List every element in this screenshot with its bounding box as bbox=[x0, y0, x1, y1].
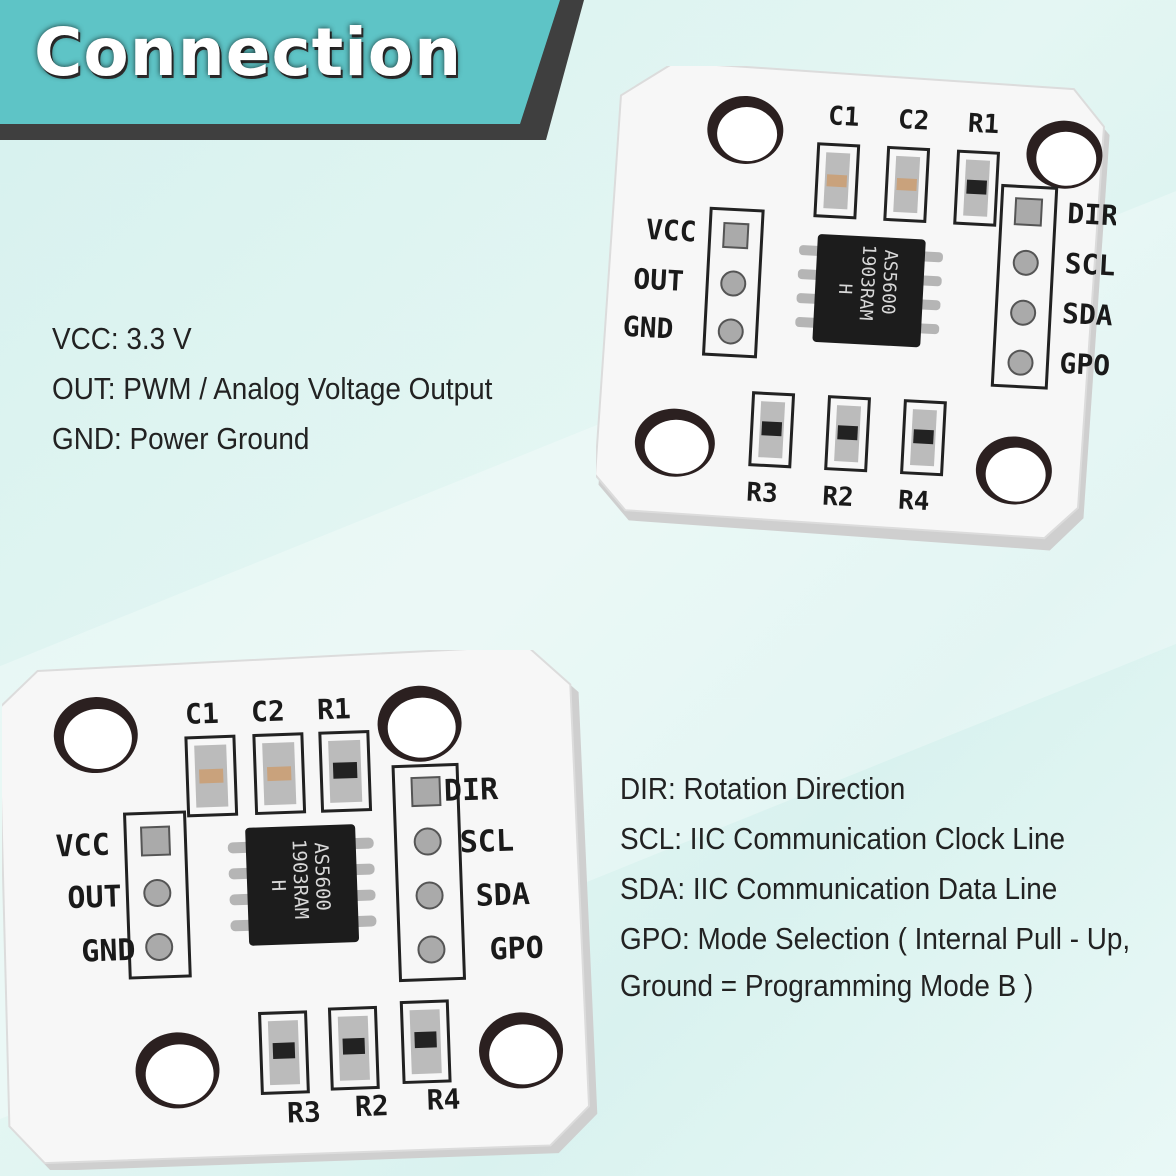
sensor-board-top: C1 C2 R1 VCC OUT GND DIR SCL SDA GPO bbox=[596, 66, 1116, 556]
vcc-description: VCC: 3.3 V bbox=[52, 321, 192, 356]
label-out: OUT bbox=[67, 879, 122, 916]
title-banner: Connection bbox=[0, 0, 600, 140]
label-c2: C2 bbox=[897, 105, 930, 137]
scl-description: SCL: IIC Communication Clock Line bbox=[620, 821, 1066, 856]
label-c1: C1 bbox=[827, 101, 860, 133]
label-r1: R1 bbox=[967, 109, 1000, 141]
label-gpo: GPO bbox=[1059, 347, 1111, 383]
as5600-chip: AS5600 1903RAM H bbox=[227, 824, 377, 946]
right-pin-descriptions: DIR: Rotation Direction SCL: IIC Communi… bbox=[620, 764, 1176, 1008]
label-r2: R2 bbox=[821, 482, 854, 514]
left-pin-descriptions: VCC: 3.3 V OUT: PWM / Analog Voltage Out… bbox=[52, 314, 541, 464]
gpo-description-continued: Ground = Programming Mode B ) bbox=[620, 968, 1034, 1003]
label-r1: R1 bbox=[316, 692, 351, 726]
label-r3: R3 bbox=[287, 1095, 322, 1129]
label-r4: R4 bbox=[897, 485, 930, 517]
label-sda: SDA bbox=[475, 877, 530, 914]
as5600-chip: AS5600 1903RAM H bbox=[795, 234, 943, 348]
banner-shape bbox=[0, 0, 584, 140]
dir-description: DIR: Rotation Direction bbox=[620, 771, 906, 806]
label-c2: C2 bbox=[250, 694, 285, 728]
svg-text:AS5600: AS5600 bbox=[310, 842, 334, 911]
label-sda: SDA bbox=[1061, 297, 1113, 333]
label-gnd: GND bbox=[81, 933, 136, 970]
svg-text:H: H bbox=[834, 283, 856, 295]
label-vcc: VCC bbox=[55, 828, 110, 865]
label-gnd: GND bbox=[622, 310, 674, 346]
label-dir: DIR bbox=[443, 772, 499, 809]
label-r3: R3 bbox=[746, 478, 779, 510]
label-out: OUT bbox=[633, 262, 685, 298]
label-scl: SCL bbox=[459, 824, 514, 861]
svg-text:AS5600: AS5600 bbox=[877, 249, 901, 315]
svg-text:1903RAM: 1903RAM bbox=[855, 244, 880, 321]
label-vcc: VCC bbox=[645, 213, 697, 249]
gnd-description: GND: Power Ground bbox=[52, 421, 310, 456]
label-r4: R4 bbox=[426, 1083, 461, 1117]
sda-description: SDA: IIC Communication Data Line bbox=[620, 871, 1058, 906]
gpo-description: GPO: Mode Selection ( Internal Pull - Up… bbox=[620, 921, 1131, 956]
page-title: Connection bbox=[34, 14, 463, 91]
label-r2: R2 bbox=[354, 1089, 389, 1123]
out-description: OUT: PWM / Analog Voltage Output bbox=[52, 371, 493, 406]
label-scl: SCL bbox=[1064, 247, 1116, 283]
label-gpo: GPO bbox=[489, 931, 544, 968]
sensor-board-bottom: C1 C2 R1 VCC OUT GND DIR SCL SDA GPO bbox=[2, 650, 600, 1170]
svg-text:1903RAM: 1903RAM bbox=[288, 839, 313, 920]
label-dir: DIR bbox=[1067, 197, 1116, 233]
svg-text:H: H bbox=[267, 879, 289, 891]
label-c1: C1 bbox=[185, 697, 220, 731]
